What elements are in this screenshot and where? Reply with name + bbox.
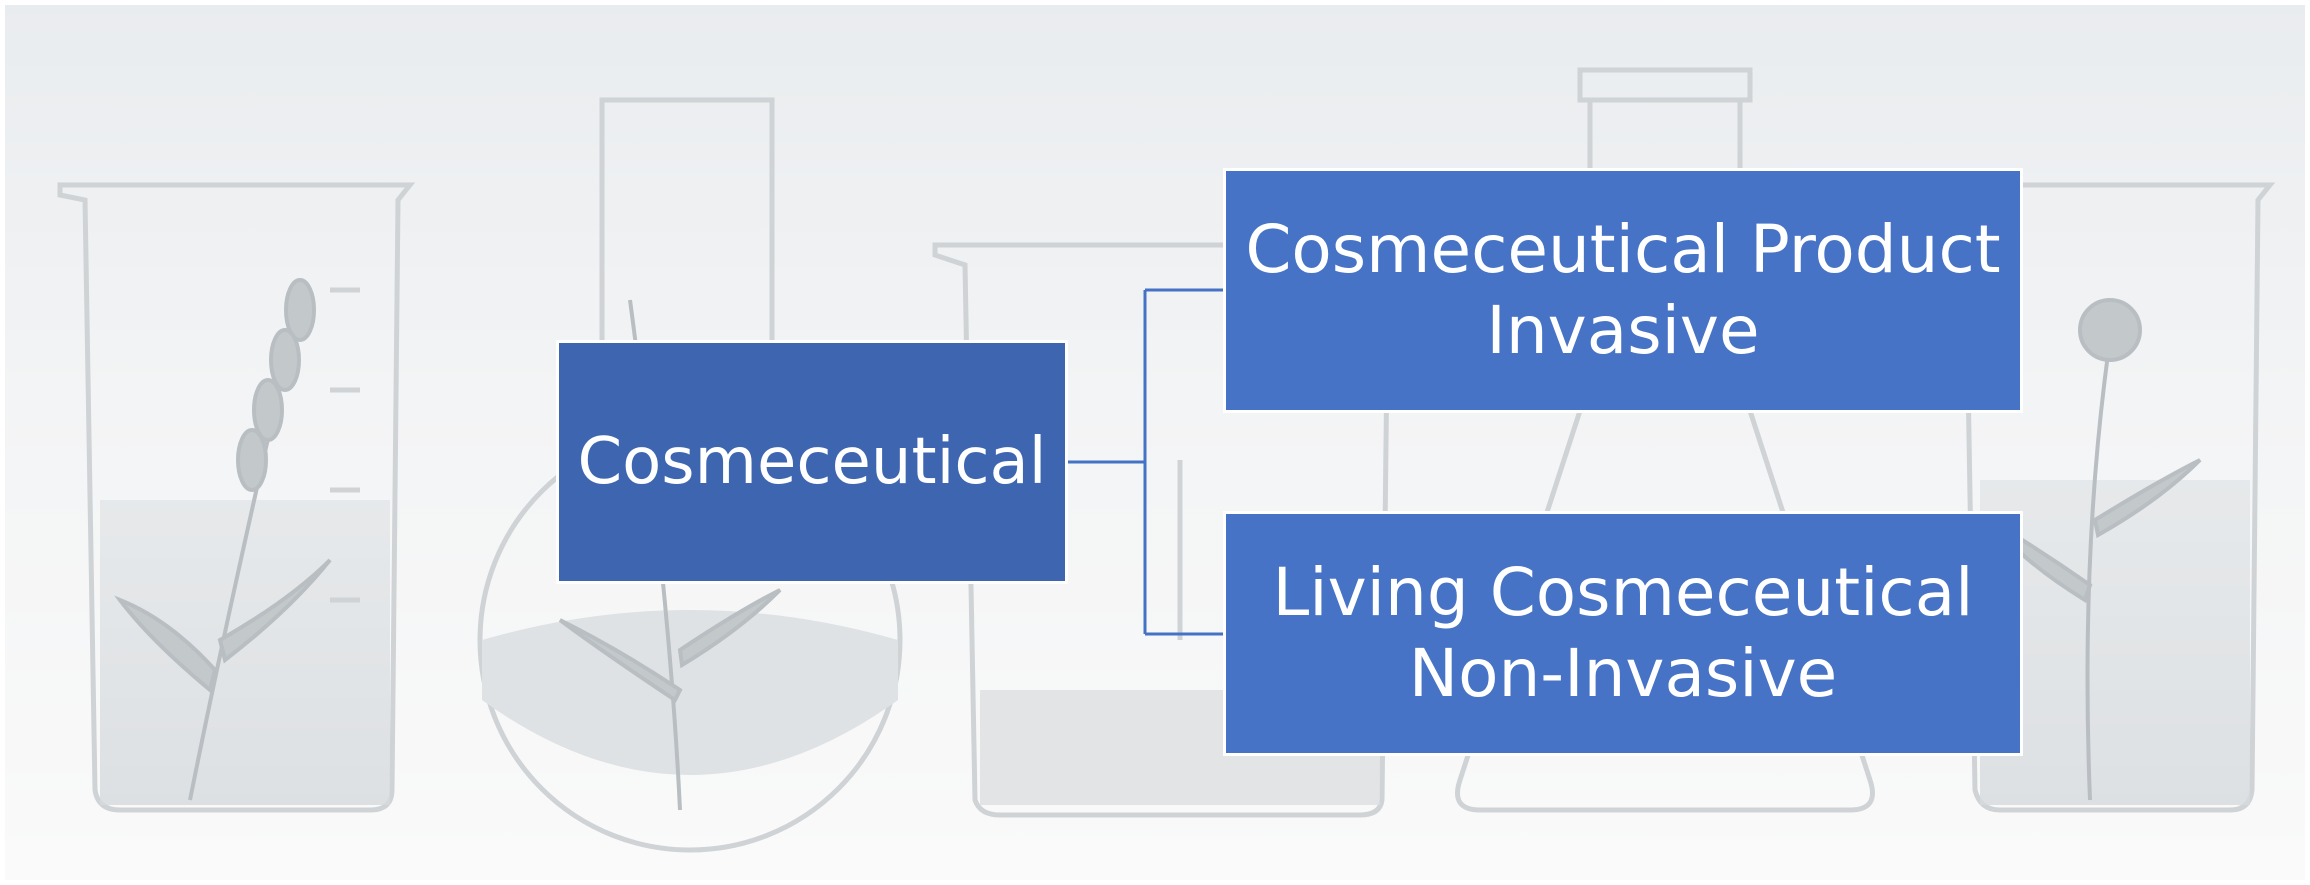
erlenmeyer-flask xyxy=(1455,67,1875,813)
node-line-2: Invasive xyxy=(1486,291,1760,369)
node-line-2: Non-Invasive xyxy=(1408,634,1838,712)
node-cosmeceutical-product-invasive: Cosmeceutical Product Invasive xyxy=(1223,168,2023,413)
node-line-1: Living Cosmeceutical xyxy=(1272,553,1974,631)
node-text-block: Cosmeceutical Product Invasive xyxy=(1245,210,2000,371)
connector-lines xyxy=(1068,288,1223,636)
beaker-right xyxy=(1947,182,2276,813)
node-cosmeceutical-label: Cosmeceutical xyxy=(577,424,1047,499)
node-cosmeceutical: Cosmeceutical xyxy=(556,340,1068,584)
node-line-1: Cosmeceutical Product xyxy=(1245,210,2001,288)
beaker-left xyxy=(57,182,416,813)
node-living-cosmeceutical-non-invasive: Living Cosmeceutical Non-Invasive xyxy=(1223,511,2023,756)
node-text-block: Living Cosmeceutical Non-Invasive xyxy=(1273,553,1974,714)
plant-left xyxy=(114,278,332,801)
